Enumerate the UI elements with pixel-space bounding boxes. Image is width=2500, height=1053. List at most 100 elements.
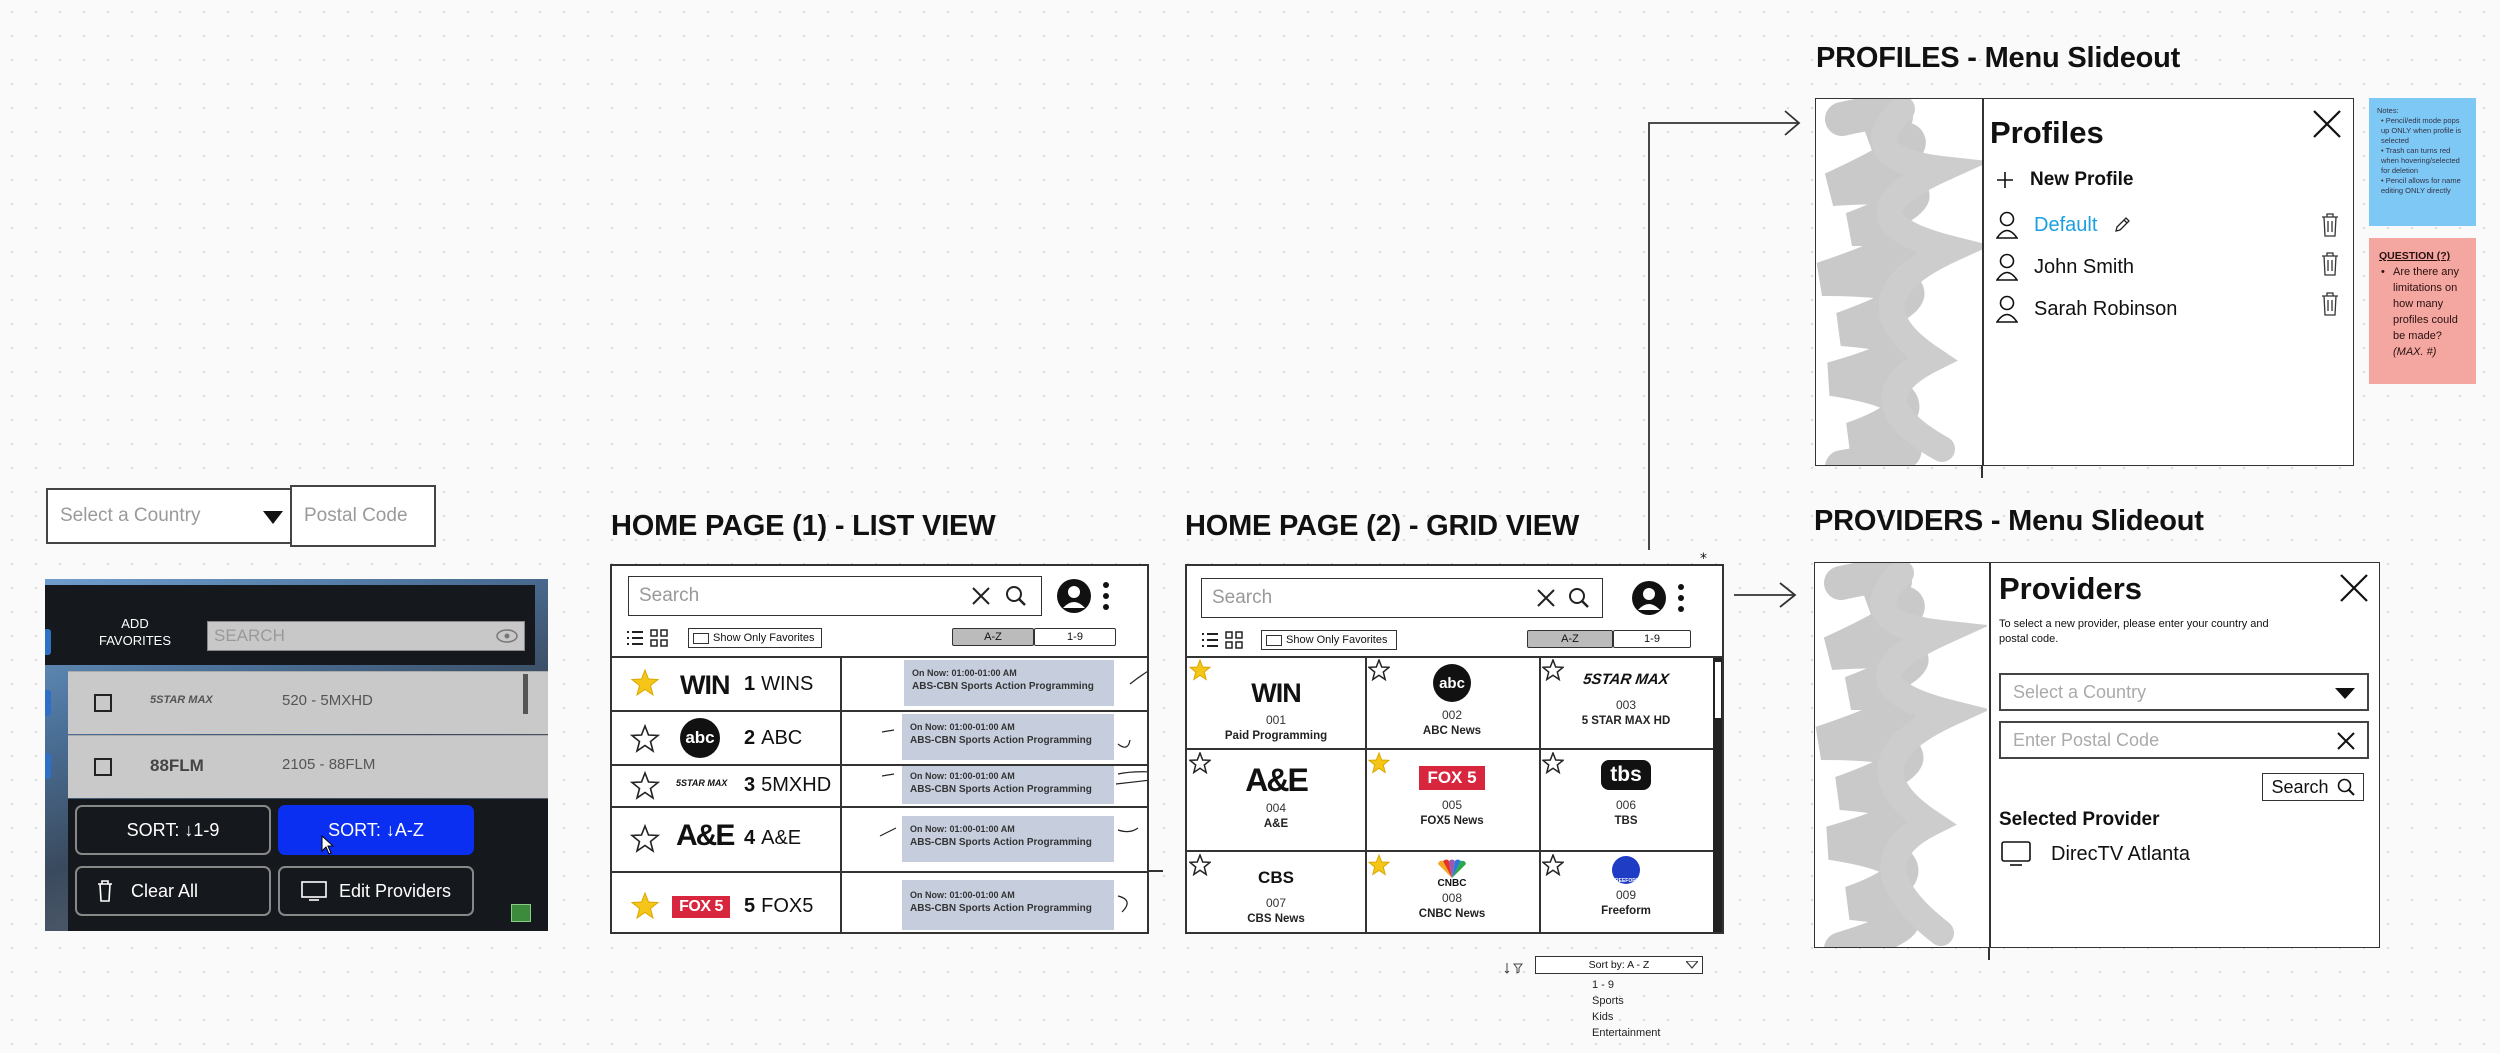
- sort-alpha-button[interactable]: SORT: ↓A-Z: [278, 805, 474, 855]
- grid-cell[interactable]: FOX 5 005 FOX5 News: [1365, 766, 1539, 827]
- profile-item-sarah[interactable]: Sarah Robinson: [1996, 295, 2177, 323]
- sort-num-label: 1-9: [1644, 633, 1660, 645]
- profile-avatar-icon[interactable]: [1056, 578, 1092, 614]
- sort-dropdown[interactable]: Sort by: A - Z: [1535, 956, 1703, 974]
- search-icon[interactable]: [1005, 585, 1027, 607]
- pencil-icon[interactable]: [2113, 216, 2131, 234]
- clear-all-button[interactable]: Clear All: [75, 866, 271, 916]
- scrollbar[interactable]: [523, 674, 528, 714]
- favorite-star-icon[interactable]: [1368, 854, 1390, 876]
- grid-view-icon[interactable]: [650, 629, 668, 647]
- postal-code-input[interactable]: Postal Code: [290, 485, 436, 547]
- trash-icon[interactable]: [2321, 292, 2339, 316]
- edit-providers-button[interactable]: Edit Providers: [278, 866, 474, 916]
- green-indicator: [511, 904, 531, 922]
- sort-az-toggle[interactable]: A-Z: [1527, 630, 1613, 648]
- sort-az-label: A-Z: [984, 631, 1002, 643]
- grid-scrollbar[interactable]: [1713, 658, 1722, 932]
- question-title: QUESTION (?): [2379, 250, 2451, 262]
- provider-postal-input[interactable]: Enter Postal Code: [1999, 721, 2369, 759]
- sort-az-label: A-Z: [1561, 633, 1579, 645]
- close-icon[interactable]: [2339, 573, 2369, 603]
- sort-filter-icon[interactable]: [1504, 962, 1524, 974]
- trash-icon[interactable]: [2321, 252, 2339, 276]
- favorite-star-icon[interactable]: [1542, 659, 1564, 681]
- provider-country-select[interactable]: Select a Country: [1999, 673, 2369, 711]
- trash-icon: [98, 880, 112, 902]
- grid-cell[interactable]: CBS 007 CBS News: [1187, 868, 1365, 925]
- favorites-row[interactable]: 88FLM 2105 - 88FLM: [68, 735, 548, 798]
- grid-cell[interactable]: FREEFORM 009 Freeform: [1539, 856, 1713, 917]
- favorite-checkbox[interactable]: [94, 758, 112, 776]
- profile-item-john[interactable]: John Smith: [1996, 253, 2134, 281]
- new-profile-button[interactable]: New Profile: [1996, 169, 2133, 191]
- favorite-star-icon[interactable]: [1189, 659, 1211, 681]
- clear-icon[interactable]: [2337, 732, 2355, 750]
- grid-cell[interactable]: 5STAR MAX 003 5 STAR MAX HD: [1539, 671, 1713, 727]
- channel-logo: FOX 5: [1419, 766, 1485, 790]
- grid-search-input[interactable]: Search: [1201, 578, 1603, 618]
- favorite-star-icon[interactable]: [630, 724, 660, 754]
- search-icon[interactable]: [1568, 587, 1590, 609]
- clear-icon[interactable]: [1536, 588, 1556, 608]
- sort-option[interactable]: Kids: [1592, 1011, 1614, 1023]
- channel-logo-text: abc: [685, 728, 715, 747]
- favorites-search-input[interactable]: SEARCH: [207, 621, 525, 651]
- list-view-frame: Search Show Only Favorites A-Z 1-9 WIN 1…: [610, 564, 1149, 934]
- favorite-star-icon[interactable]: [630, 668, 660, 698]
- favorites-row[interactable]: 5STAR MAX 520 - 5MXHD: [68, 671, 548, 734]
- question-line: profiles could: [2393, 314, 2458, 326]
- list-view-icon[interactable]: [626, 630, 644, 646]
- channel-number: 4: [744, 827, 756, 849]
- left-edge-tab: [45, 629, 51, 655]
- favorite-star-icon[interactable]: [1542, 854, 1564, 876]
- grid-view-icon[interactable]: [1225, 631, 1243, 649]
- eye-icon[interactable]: [496, 629, 518, 643]
- sort-option[interactable]: Entertainment: [1592, 1027, 1661, 1039]
- close-icon[interactable]: [2312, 109, 2342, 139]
- favorite-star-icon[interactable]: [630, 771, 660, 801]
- grid-cell[interactable]: WIN 001 Paid Programming: [1187, 678, 1365, 742]
- sort-option[interactable]: 1 - 9: [1592, 979, 1615, 991]
- sort-dropdown-selected: Sort by: A - Z: [1588, 959, 1650, 971]
- sort-option[interactable]: Sports: [1592, 995, 1624, 1007]
- show-favorites-toggle[interactable]: Show Only Favorites: [688, 628, 822, 648]
- list-view-icon[interactable]: [1201, 632, 1219, 648]
- favorite-star-icon[interactable]: [1189, 854, 1211, 876]
- grid-cell[interactable]: abc 002 ABC News: [1365, 664, 1539, 737]
- row-divider: [612, 871, 1147, 873]
- peacock-icon: [1438, 859, 1466, 878]
- sort-num-toggle[interactable]: 1-9: [1034, 628, 1116, 646]
- country-select[interactable]: Select a Country: [46, 488, 292, 544]
- grid-cell[interactable]: tbs 006 TBS: [1539, 760, 1713, 827]
- list-search-input[interactable]: Search: [628, 576, 1042, 616]
- sort-az-toggle[interactable]: A-Z: [952, 628, 1034, 646]
- sort-num-toggle[interactable]: 1-9: [1613, 630, 1691, 648]
- clear-icon[interactable]: [971, 586, 991, 606]
- favorite-star-icon[interactable]: [1368, 752, 1390, 774]
- provider-search-button[interactable]: Search: [2262, 773, 2364, 801]
- grid-cell[interactable]: A&E 004 A&E: [1187, 762, 1365, 830]
- grid-scrollbar-thumb[interactable]: [1715, 662, 1721, 718]
- checkbox-icon: [693, 632, 709, 644]
- show-favorites-toggle[interactable]: Show Only Favorites: [1261, 630, 1397, 650]
- favorite-star-icon[interactable]: [630, 891, 660, 921]
- favorite-star-icon[interactable]: [1368, 659, 1390, 681]
- favorite-checkbox[interactable]: [94, 694, 112, 712]
- favorite-star-icon[interactable]: [1542, 752, 1564, 774]
- trash-icon[interactable]: [2321, 213, 2339, 237]
- favorite-star-icon[interactable]: [630, 824, 660, 854]
- favorite-star-icon[interactable]: [1189, 752, 1211, 774]
- more-menu-icon[interactable]: [1677, 583, 1685, 613]
- grid-cell[interactable]: CNBC 008 CNBC News: [1365, 858, 1539, 920]
- profile-item-default[interactable]: Default: [1996, 211, 2131, 239]
- postal-code-placeholder: Postal Code: [304, 505, 408, 526]
- profile-avatar-icon[interactable]: [1631, 580, 1667, 616]
- more-menu-icon[interactable]: [1102, 581, 1110, 611]
- sort-numeric-button[interactable]: SORT: ↓1-9: [75, 805, 271, 855]
